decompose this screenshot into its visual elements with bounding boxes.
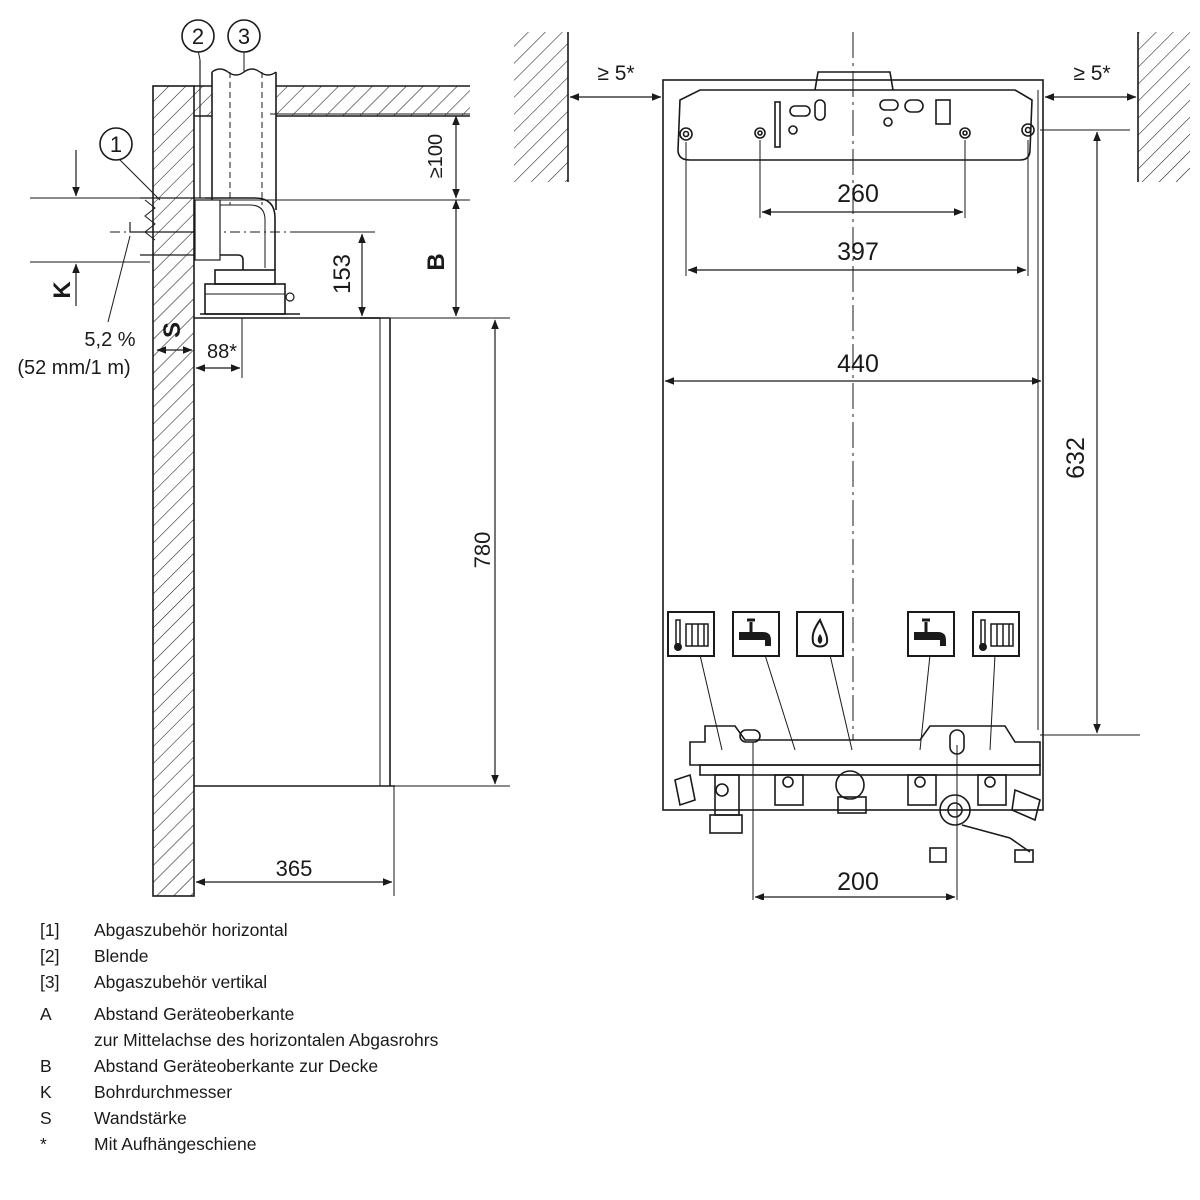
side-view (30, 19, 510, 897)
dim-632-label: 632 (1062, 437, 1090, 479)
legend-row: * Mit Aufhängeschiene (40, 1131, 438, 1157)
flue-adapter (200, 269, 300, 315)
dim-397-label: 397 (837, 238, 879, 266)
callout-circle-2 (181, 19, 215, 53)
legend-key: [3] (40, 972, 60, 992)
front-view (514, 32, 1190, 900)
gas-flame-icon (796, 611, 844, 657)
legend-text-continued: zur Mittelachse des horizontalen Abgasro… (94, 1030, 439, 1050)
ceiling (194, 86, 212, 116)
legend: [1] Abgaszubehör horizontal [2] Blende [3]… (40, 917, 438, 1157)
installation-drawing: 1 2 3 ≥100 153 B K 5,2 % (52 mm/1 m) S 8… (17, 19, 1190, 900)
tap-icon (732, 611, 780, 657)
front-wall-left (514, 32, 568, 182)
slope-ratio: (52 mm/1 m) (17, 357, 130, 379)
tap-icon (907, 611, 955, 657)
legend-row: zur Mittelachse des horizontalen Abgasro… (40, 1027, 438, 1053)
connection-block (674, 725, 1041, 863)
fitting-5 (977, 774, 1007, 806)
clearance-right-label: ≥ 5* (1073, 62, 1110, 85)
dim-88-label: 88* (207, 341, 237, 363)
callout-label-1: 1 (110, 132, 122, 157)
clearance-left-label: ≥ 5* (597, 62, 634, 85)
dim-260-label: 260 (837, 180, 879, 208)
legend-text: Mit Aufhängeschiene (94, 1134, 257, 1154)
legend-row: [3] Abgaszubehör vertikal (40, 969, 438, 995)
legend-text: Bohrdurchmesser (94, 1082, 233, 1102)
label-B: B (423, 253, 450, 270)
boiler-side (194, 317, 395, 787)
legend-text: Blende (94, 946, 149, 966)
legend-row: B Abstand Geräteoberkante zur Decke (40, 1053, 438, 1079)
legend-row: A Abstand Geräteoberkante (40, 1001, 438, 1027)
vertical-flue-pipe (211, 68, 277, 210)
legend-text: Abstand Geräteoberkante (94, 1004, 295, 1024)
legend-row: K Bohrdurchmesser (40, 1079, 438, 1105)
legend-key: [1] (40, 920, 60, 940)
dim-365-label: 365 (276, 856, 313, 881)
radiator-icon (972, 611, 1020, 657)
legend-row: S Wandstärke (40, 1105, 438, 1131)
legend-key: S (40, 1108, 52, 1128)
fitting-1 (709, 774, 743, 834)
legend-key: A (40, 1004, 52, 1024)
side-wall (152, 85, 195, 897)
callout-label-3: 3 (238, 24, 250, 49)
legend-key: [2] (40, 946, 60, 966)
label-S: S (159, 322, 186, 338)
legend-key-empty (40, 1027, 94, 1053)
legend-row: [2] Blende (40, 943, 438, 969)
dim-200-label: 200 (837, 868, 879, 896)
fitting-2 (774, 774, 804, 806)
legend-text: Abstand Geräteoberkante zur Decke (94, 1056, 379, 1076)
dim-780-label: 780 (470, 532, 495, 569)
legend-text: Abgaszubehör vertikal (94, 972, 268, 992)
callout-label-2: 2 (192, 24, 204, 49)
fitting-6 (939, 794, 1031, 853)
legend-key: B (40, 1056, 52, 1076)
mounting-rail (677, 71, 1035, 161)
label-K: K (49, 281, 76, 299)
legend-key: * (40, 1134, 47, 1154)
horizontal-flue-pipe (110, 197, 370, 270)
legend-key: K (40, 1082, 52, 1102)
fitting-4 (907, 774, 937, 806)
ceiling-right (276, 86, 470, 116)
callout-circle-1 (99, 127, 133, 161)
front-wall-right (1138, 32, 1190, 182)
radiator-icon (667, 611, 715, 657)
slope-percent: 5,2 % (84, 329, 135, 351)
legend-row: [1] Abgaszubehör horizontal (40, 917, 438, 943)
callout-circle-3 (227, 19, 261, 53)
dim-440-label: 440 (837, 350, 879, 378)
legend-text: Abgaszubehör horizontal (94, 920, 288, 940)
legend-text: Wandstärke (94, 1108, 187, 1128)
fitting-3 (835, 770, 867, 814)
dim-ge100-label: ≥100 (425, 134, 447, 178)
dim-153-label: 153 (329, 254, 356, 294)
